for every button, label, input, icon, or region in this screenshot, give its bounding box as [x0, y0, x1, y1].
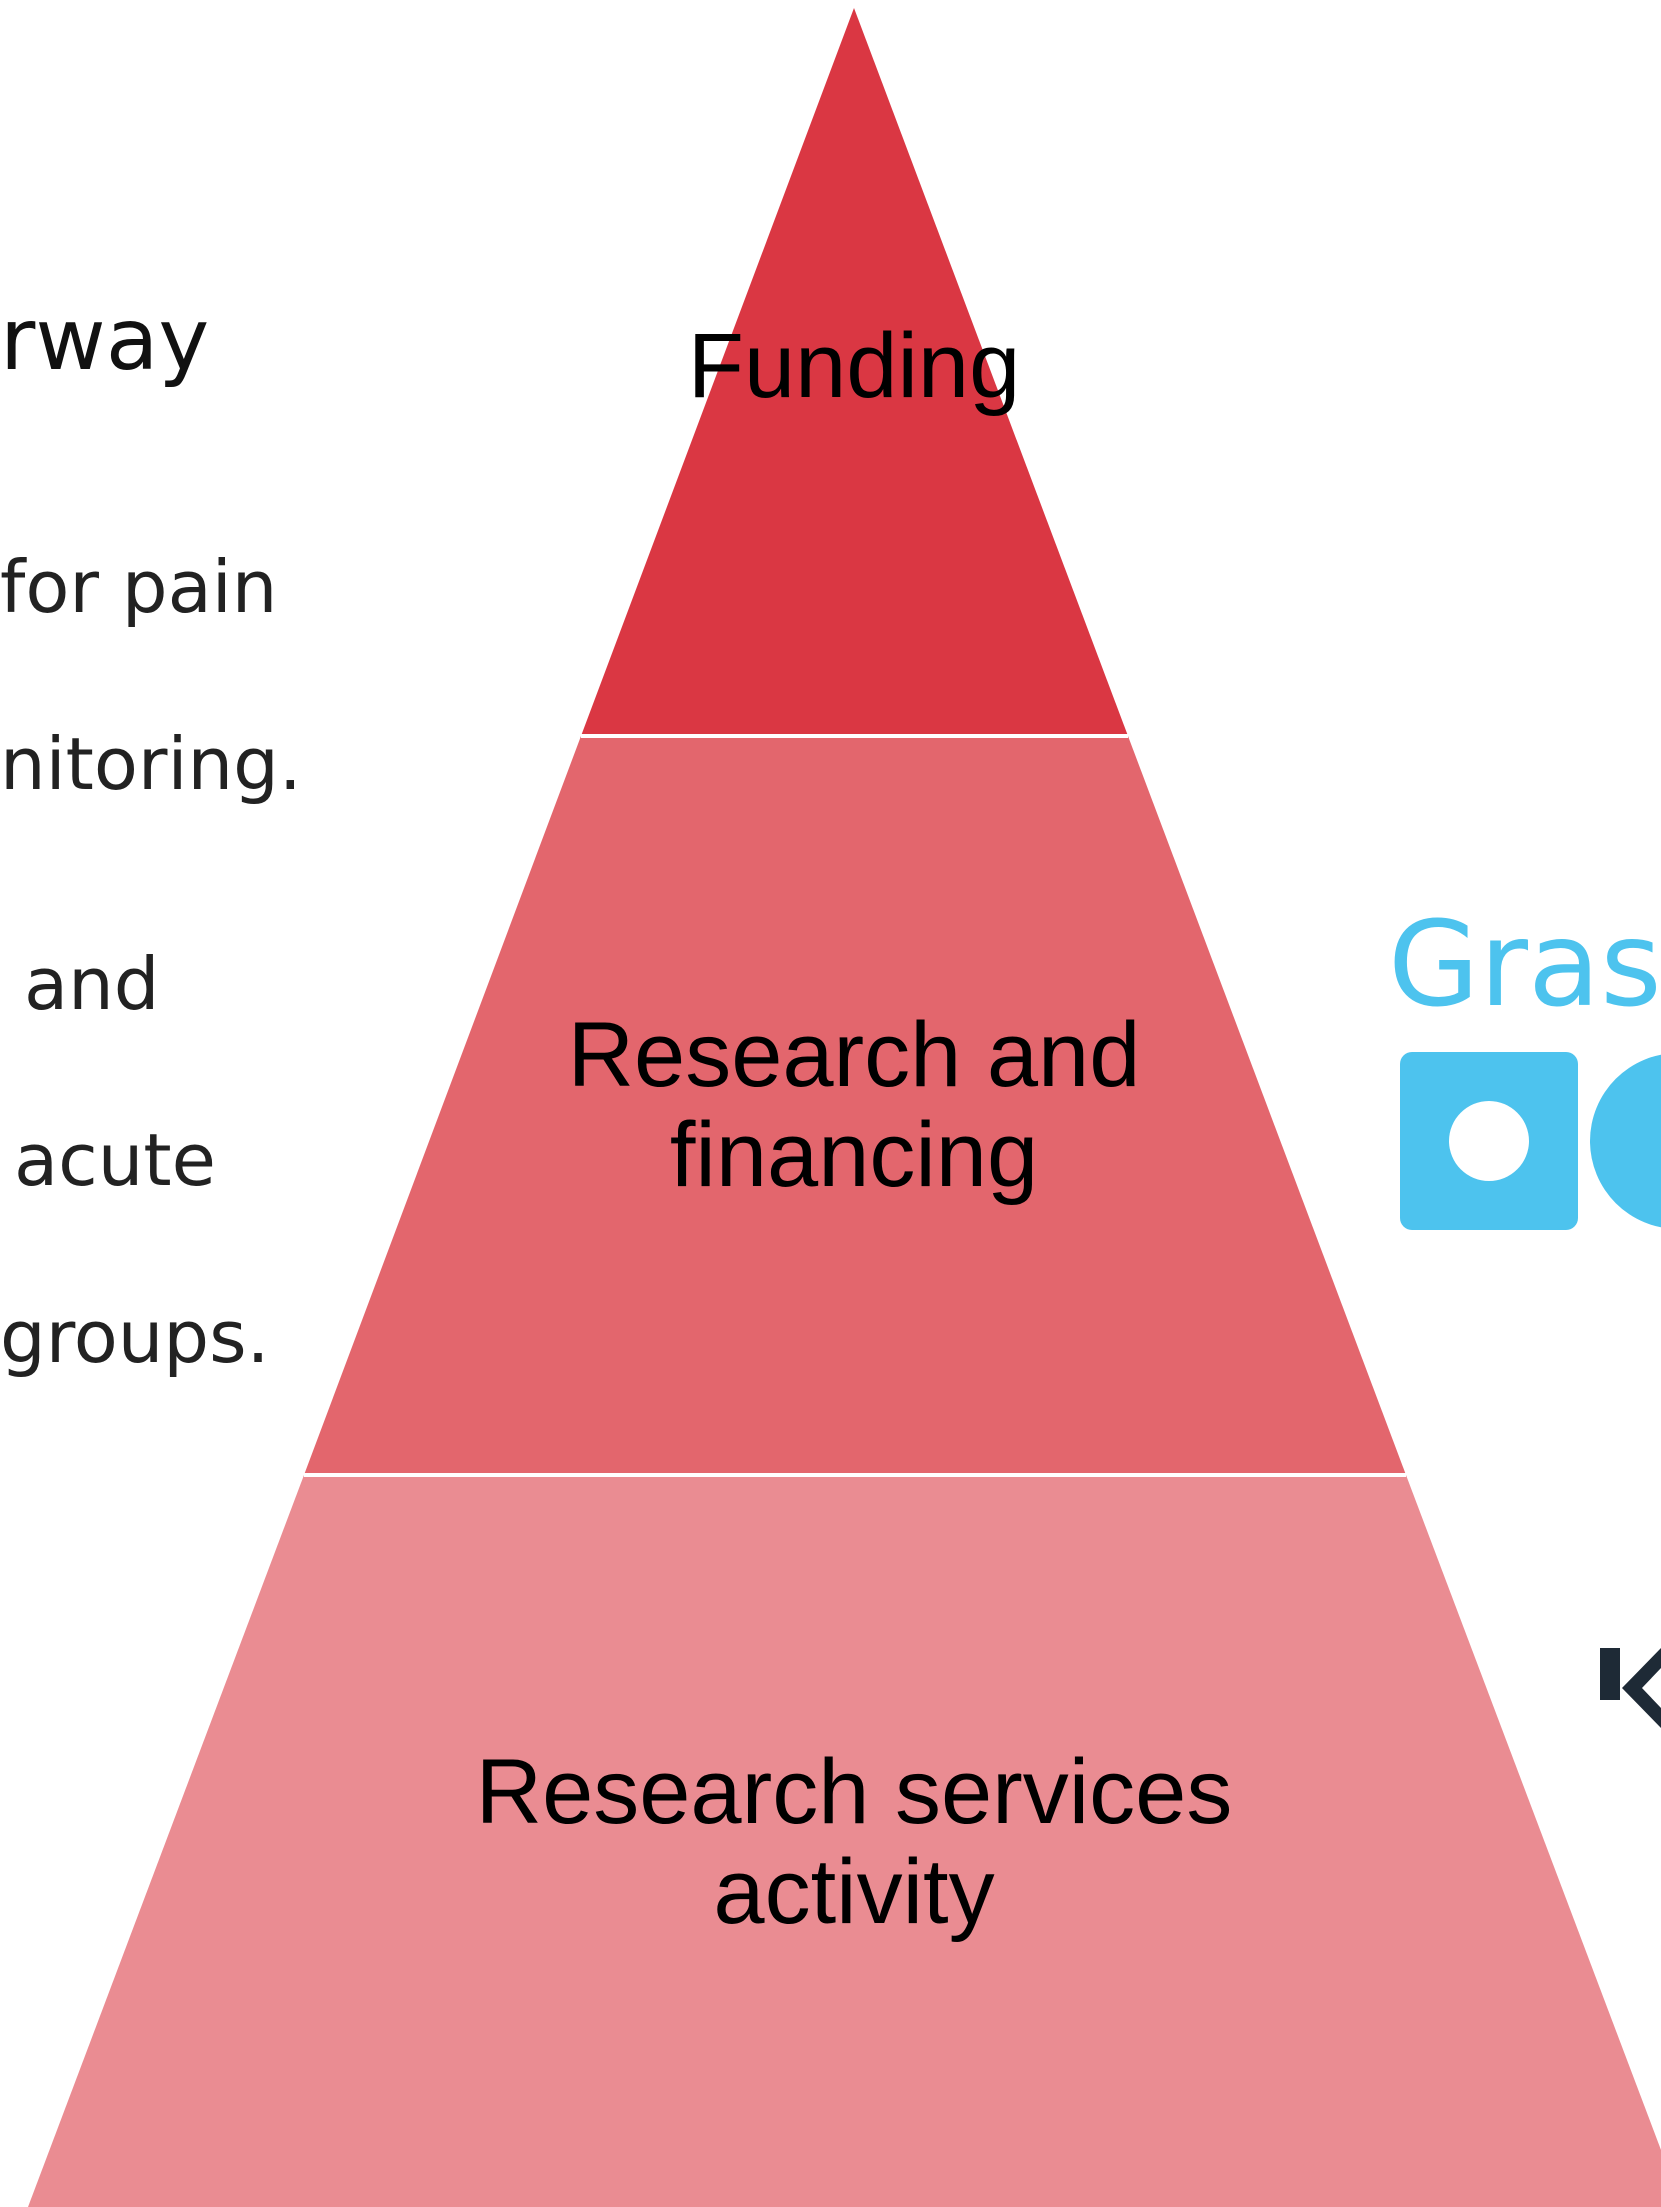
text-line-5: groups.: [0, 1295, 270, 1379]
grasp-logo-mark: [1400, 1052, 1661, 1230]
research-financing-line-2: financing: [669, 1104, 1039, 1206]
grasp-logo-text: Gras: [1388, 895, 1661, 1033]
funding-label: Funding: [687, 315, 1021, 417]
text-line-4: acute: [14, 1118, 216, 1202]
pyramid-tier-top: [581, 8, 1128, 736]
text-line-1: for pain: [0, 545, 278, 629]
dark-logo-chevron: [1622, 1648, 1661, 1728]
text-line-3: and: [24, 942, 160, 1026]
research-services-line-2: activity: [713, 1841, 995, 1943]
heading-fragment: rway: [0, 290, 210, 390]
tier-label-research-services: Research services activity: [404, 1742, 1304, 1942]
research-financing-line-1: Research and: [567, 1004, 1141, 1106]
pyramid-tier-bottom: [28, 1475, 1661, 2207]
grasp-logo-partial-circle: [1590, 1054, 1661, 1228]
research-services-line-1: Research services: [475, 1741, 1233, 1843]
dark-logo-mark: [1600, 1648, 1661, 1728]
text-line-2: nitoring.: [0, 722, 302, 806]
pyramid-tier-middle: [304, 736, 1406, 1475]
grasp-logo-ring: [1449, 1101, 1529, 1181]
tier-label-funding: Funding: [654, 316, 1054, 416]
dark-logo-bar: [1600, 1648, 1620, 1700]
tier-label-research-financing: Research and financing: [504, 1005, 1204, 1205]
